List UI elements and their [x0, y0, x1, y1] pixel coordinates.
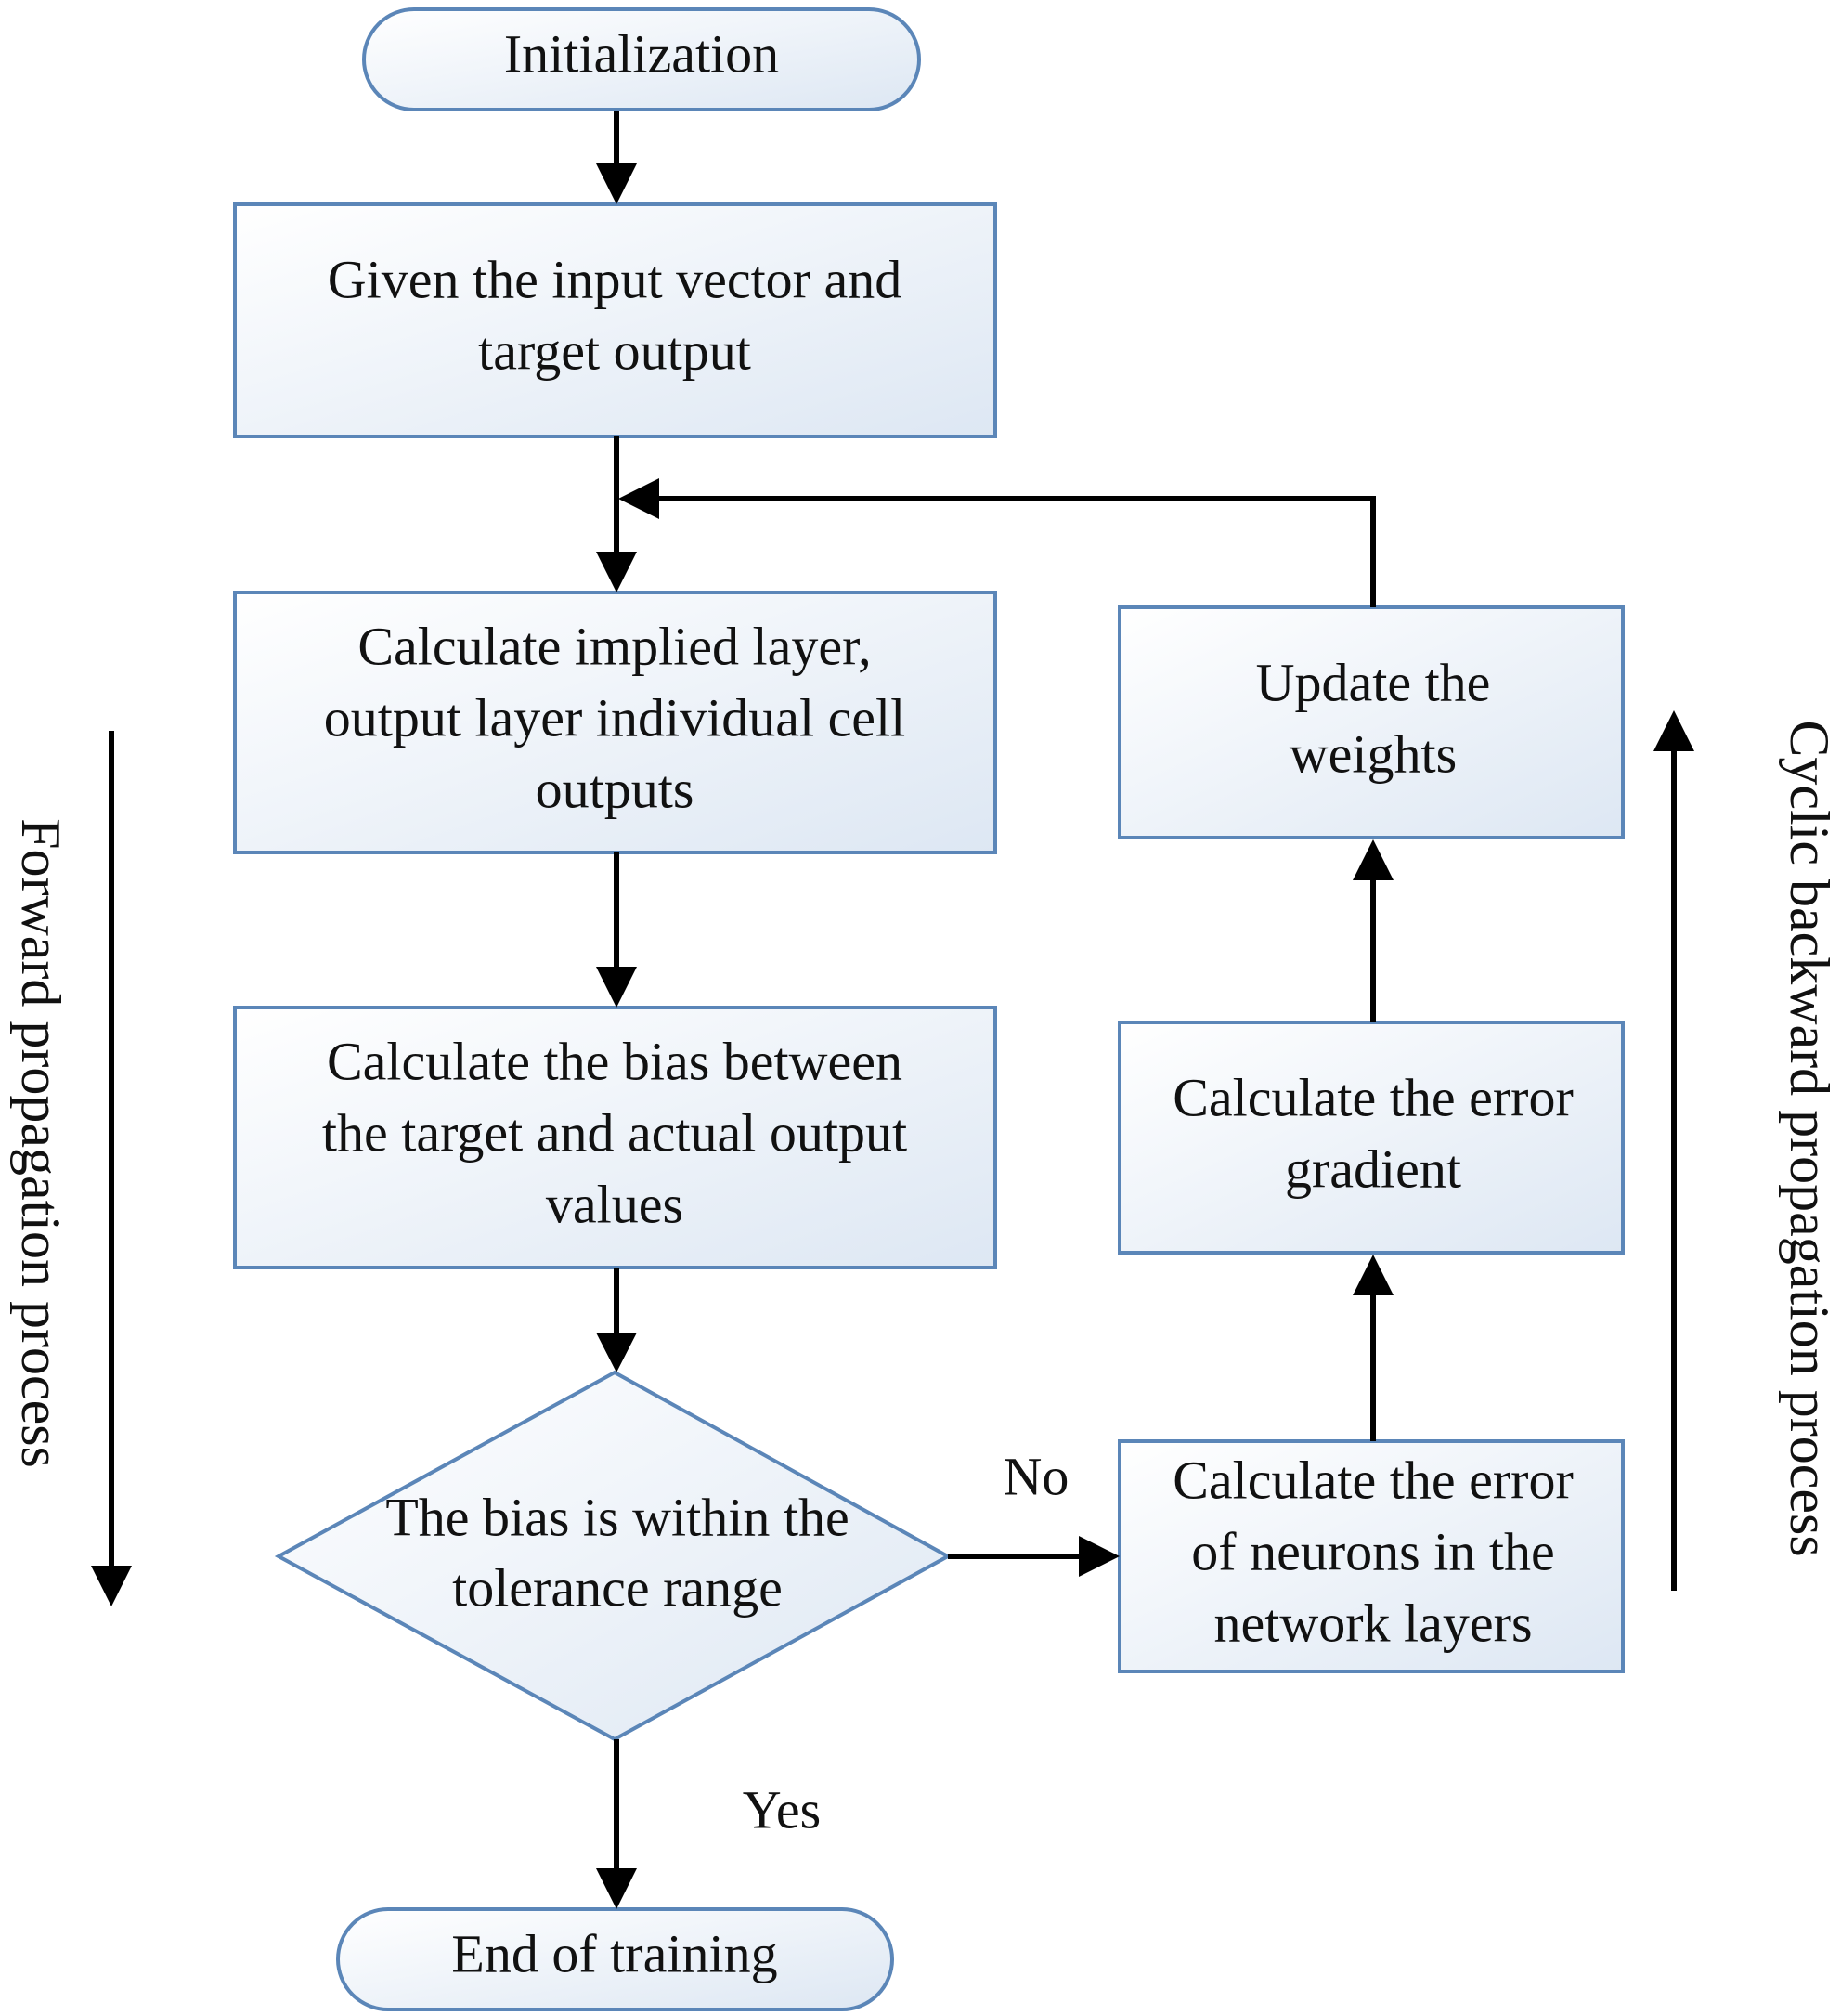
yes-edge-label: Yes — [743, 1779, 821, 1840]
calc-gradient-label-line-1: Calculate the error — [1173, 1067, 1574, 1127]
decision-label-line-2: tolerance range — [452, 1557, 783, 1618]
forward-process-arrow — [91, 731, 132, 1606]
end-training-terminal: End of training — [336, 1907, 894, 2011]
calc-outputs-box: Calculate implied layer, output layer in… — [233, 591, 997, 854]
arrow-decision-to-end — [596, 1739, 637, 1909]
calc-bias-label-line-1: Calculate the bias between — [327, 1031, 902, 1091]
calc-bias-label-line-3: values — [546, 1174, 683, 1234]
update-weights-label-line-1: Update the — [1256, 652, 1491, 712]
arrow-neuron-error-to-gradient — [1353, 1255, 1394, 1441]
calc-bias-label-line-2: the target and actual output — [322, 1102, 907, 1163]
update-weights-label-line-2: weights — [1290, 723, 1457, 784]
initialization-label: Initialization — [504, 23, 779, 84]
arrow-gradient-to-weights — [1353, 839, 1394, 1022]
calc-gradient-label-line-2: gradient — [1285, 1138, 1461, 1199]
arrow-outputs-to-bias — [596, 852, 637, 1008]
arrow-decision-to-neuron-error — [948, 1536, 1120, 1577]
calc-neuron-error-label-line-3: network layers — [1213, 1593, 1532, 1653]
no-edge-label: No — [1004, 1446, 1070, 1506]
arrow-weights-feedback-loop — [618, 478, 1376, 607]
calc-neuron-error-label-line-1: Calculate the error — [1173, 1450, 1574, 1510]
calc-neuron-error-label-line-2: of neurons in the — [1191, 1521, 1554, 1581]
calc-neuron-error-box: Calculate the error of neurons in the ne… — [1118, 1439, 1625, 1673]
backward-process-label: Cyclic backward propagation process — [1779, 720, 1840, 1556]
given-input-label-line-1: Given the input vector and — [328, 249, 902, 309]
end-training-label: End of training — [451, 1923, 777, 1983]
backward-process-arrow — [1653, 710, 1694, 1591]
given-input-box: Given the input vector and target output — [233, 202, 997, 438]
calc-outputs-label-line-2: output layer individual cell — [324, 687, 906, 748]
arrow-input-to-outputs — [596, 436, 637, 592]
forward-process-label: Forward propagation process — [10, 818, 71, 1468]
decision-diamond: The bias is within the tolerance range — [274, 1370, 953, 1742]
update-weights-box: Update the weights — [1118, 605, 1625, 839]
calc-gradient-box: Calculate the error gradient — [1118, 1021, 1625, 1255]
arrow-init-to-input — [596, 111, 637, 204]
calc-bias-box: Calculate the bias between the target an… — [233, 1006, 997, 1269]
decision-label-line-1: The bias is within the — [385, 1487, 849, 1547]
calc-outputs-label-line-1: Calculate implied layer, — [357, 616, 871, 676]
calc-outputs-label-line-3: outputs — [536, 759, 694, 819]
given-input-label-line-2: target output — [478, 320, 751, 381]
arrow-bias-to-decision — [596, 1268, 637, 1372]
initialization-terminal: Initialization — [362, 7, 921, 111]
